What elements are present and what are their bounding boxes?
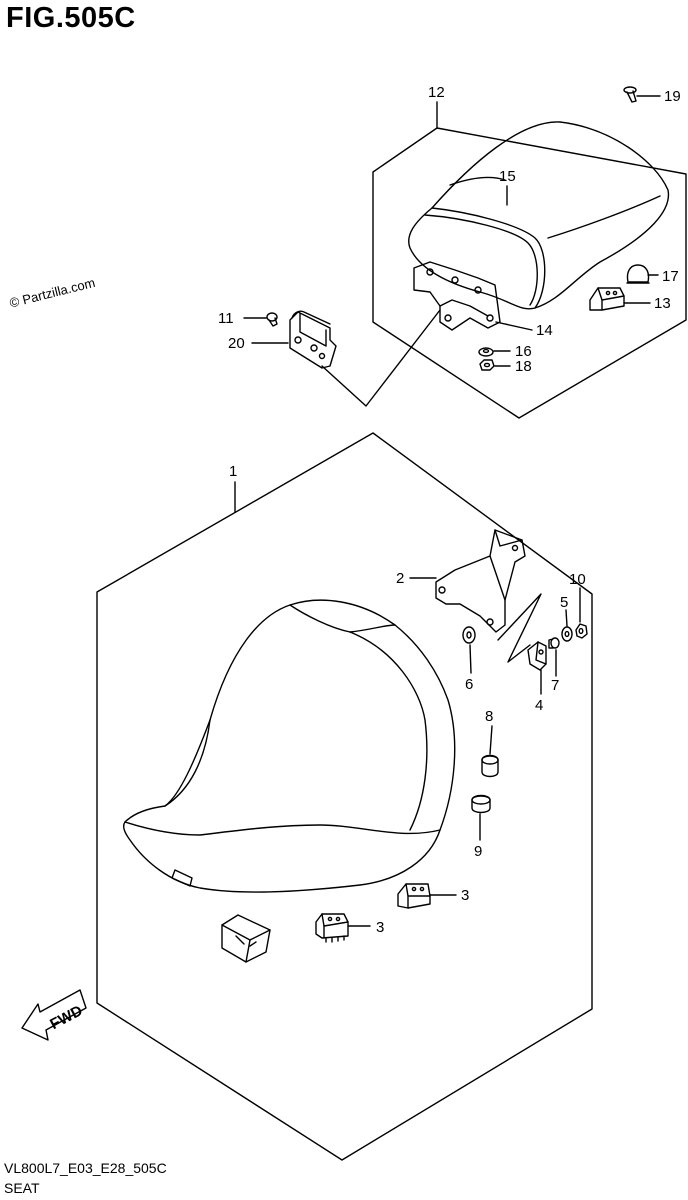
- callout-7: 7: [551, 677, 559, 694]
- callout-5: 5: [560, 594, 568, 611]
- callout-2: 2: [396, 570, 404, 587]
- washer-5: [561, 626, 573, 642]
- damper-8: [481, 754, 499, 778]
- screw-19: [623, 86, 637, 103]
- leader-14: [495, 321, 533, 331]
- callout-3: 3: [461, 887, 469, 904]
- clip-13: [589, 287, 625, 311]
- clip-3-right: [397, 883, 431, 909]
- leader-6: [469, 644, 472, 674]
- callout-labels: 1 2 3 3 4 5 6 7 8 9 10 11 12 13 14 15 16…: [218, 84, 681, 936]
- callout-20: 20: [228, 335, 245, 352]
- label-sticker: [221, 914, 271, 963]
- clip-3-left: [315, 913, 349, 943]
- callout-11: 11: [218, 310, 234, 327]
- bracket-20: [289, 310, 337, 369]
- collar-7: [548, 637, 560, 649]
- fwd-arrow-icon: FWD: [21, 989, 87, 1041]
- bolt-11: [266, 312, 278, 327]
- callout-3: 3: [376, 919, 384, 936]
- assembly-name: SEAT: [4, 1180, 40, 1196]
- washer-6: [462, 626, 476, 644]
- callout-10: 10: [569, 571, 586, 588]
- leader-8: [489, 725, 493, 755]
- figure-title: FIG.505C: [6, 2, 136, 34]
- bracket-2: [435, 529, 526, 633]
- callout-8: 8: [485, 708, 493, 725]
- callout-16: 16: [515, 343, 532, 360]
- connection-line-2-4: [497, 593, 542, 663]
- callout-19: 19: [664, 88, 681, 105]
- washer-16: [478, 347, 494, 357]
- bracket-14: [413, 261, 501, 331]
- callout-15: 15: [499, 168, 516, 185]
- nut-18: [479, 359, 495, 371]
- callout-1: 1: [229, 463, 237, 480]
- callout-4: 4: [535, 697, 543, 714]
- leader-5: [565, 609, 568, 627]
- rider-seat: [122, 599, 456, 893]
- connection-line-20-14: [321, 309, 441, 407]
- callout-13: 13: [654, 295, 671, 312]
- group-frame-rear-seat: [372, 127, 687, 419]
- callout-18: 18: [515, 358, 532, 375]
- cap-17: [626, 264, 650, 284]
- passenger-seat: [408, 121, 670, 310]
- callout-12: 12: [428, 84, 445, 101]
- group-frame-front-seat: [96, 432, 593, 1161]
- fwd-label: FWD: [47, 1002, 85, 1033]
- clip-4: [527, 641, 547, 671]
- callout-9: 9: [474, 843, 482, 860]
- callout-14: 14: [536, 322, 553, 339]
- callout-17: 17: [662, 268, 679, 285]
- callout-6: 6: [465, 676, 473, 693]
- diagram-code: VL800L7_E03_E28_505C: [4, 1160, 167, 1176]
- nut-10: [575, 623, 588, 639]
- damper-9: [471, 794, 491, 814]
